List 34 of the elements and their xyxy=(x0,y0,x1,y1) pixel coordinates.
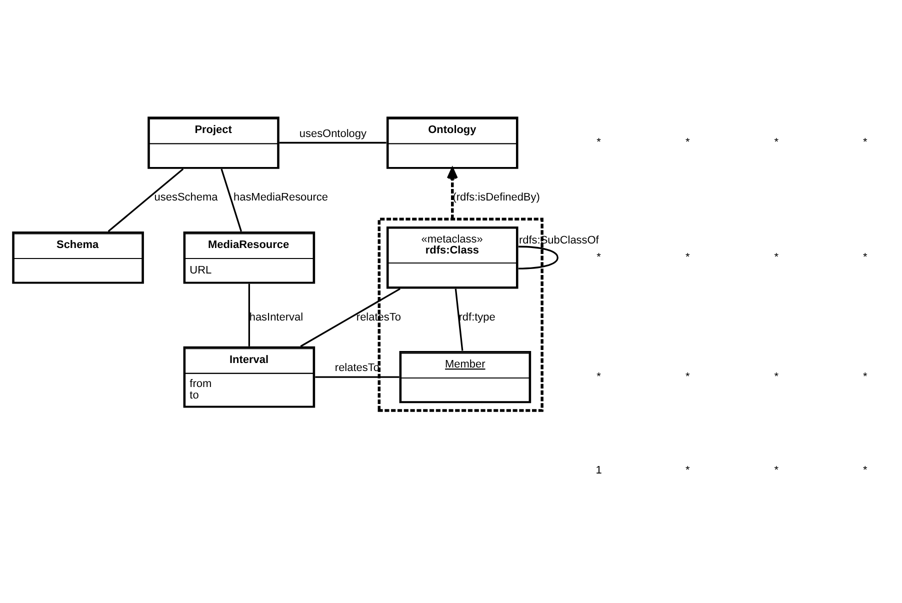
label: * xyxy=(685,464,690,476)
label: * xyxy=(685,136,690,148)
label: * xyxy=(863,136,868,148)
connector xyxy=(108,168,184,232)
edge-label: rdfs:SubClassOf xyxy=(519,234,599,246)
edge-label: hasMediaResource xyxy=(234,191,328,203)
edge-label: usesSchema xyxy=(154,191,218,203)
label: * xyxy=(774,370,779,382)
label: 1 xyxy=(596,464,602,476)
connector xyxy=(315,376,400,378)
connector xyxy=(518,245,558,269)
edge-label: usesOntology xyxy=(299,127,366,140)
edge-label: relatesTo xyxy=(356,310,401,323)
label: * xyxy=(596,136,601,148)
connector xyxy=(220,168,242,232)
label: * xyxy=(596,370,601,382)
edge-label: relatesTo xyxy=(334,362,380,374)
connector xyxy=(279,141,386,144)
connector xyxy=(248,283,250,346)
label: * xyxy=(774,136,779,148)
label: * xyxy=(863,370,868,382)
connector xyxy=(454,288,464,350)
edge-label: hasInterval xyxy=(249,310,304,323)
label: * xyxy=(863,464,868,476)
label: * xyxy=(596,250,601,263)
arrow xyxy=(446,167,458,219)
edge-label: rdf:type xyxy=(458,310,496,323)
connector xyxy=(300,288,400,347)
label: * xyxy=(685,250,690,263)
label: * xyxy=(774,464,779,476)
label: * xyxy=(774,250,779,263)
edge-label: (rdfs:isDefinedBy) xyxy=(452,191,540,203)
label: * xyxy=(863,250,868,263)
label: * xyxy=(685,370,690,382)
